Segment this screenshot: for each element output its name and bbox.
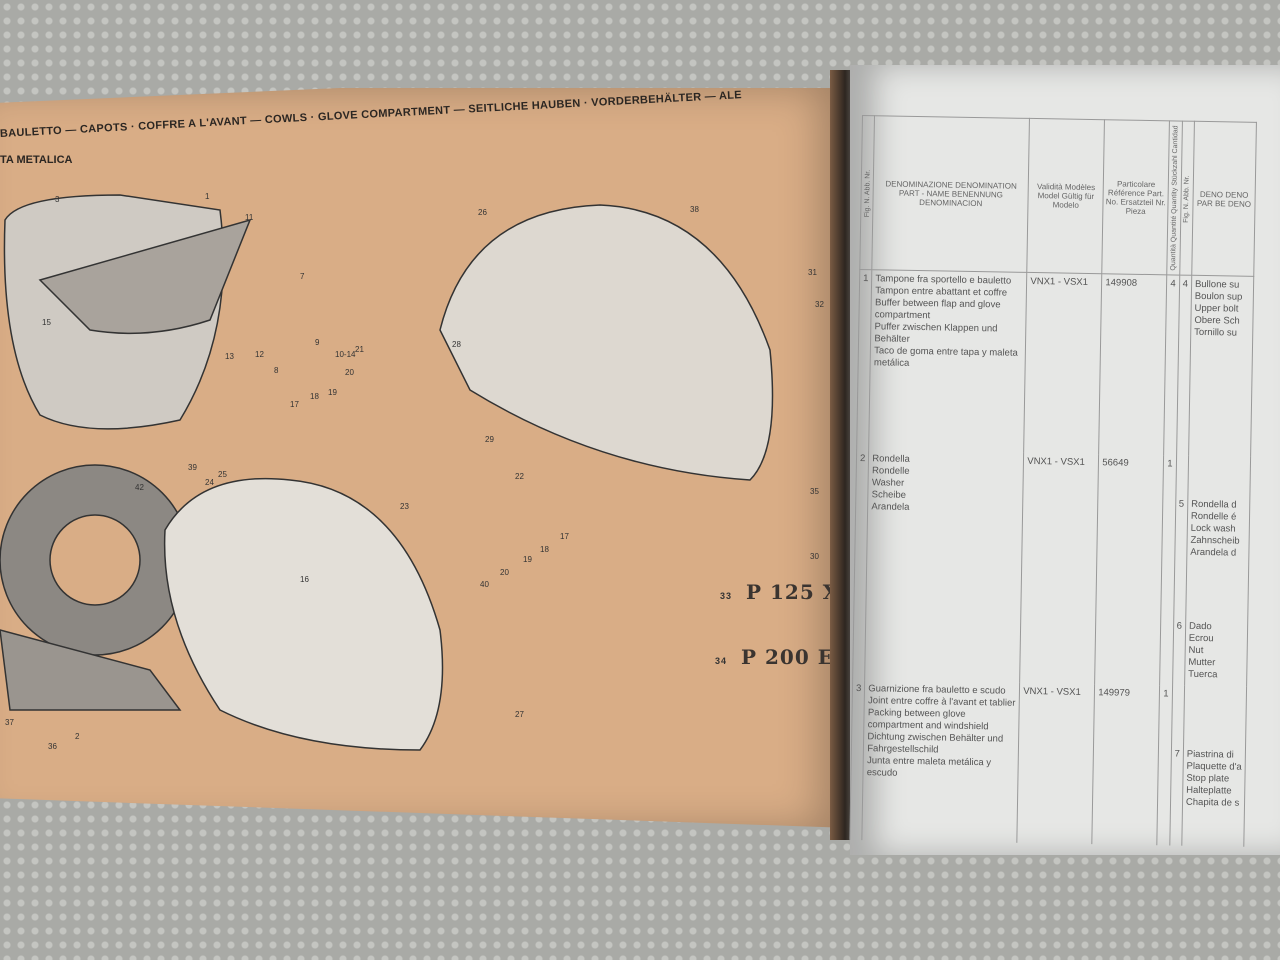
part-ref-label: 25 [218,470,227,479]
part-ref-label: 31 [808,268,817,277]
glove-flap-illustration [38,218,252,335]
part-ref-label: 18 [540,545,549,554]
part-ref-label: 10-14 [335,350,356,359]
part-ref-label: 36 [48,742,57,751]
part-ref-label: 35 [810,487,819,496]
part-ref-label: 30 [810,552,819,561]
header-validity: Validità Modèles Model Gültig für Modelo [1027,118,1105,274]
page-subtitle: TA METALICA [0,154,73,166]
name-line: Packing between glove compartment and wi… [867,706,989,732]
part-ref-label: 3 [55,195,60,204]
part-ref-label: 15 [42,318,51,327]
part-ref-label: 22 [515,472,524,481]
part-ref-label: 17 [290,400,299,409]
part-ref-label: 21 [355,345,364,354]
part-ref-label: 19 [328,388,337,397]
part-cell: 149979 [1092,683,1160,845]
name-line: Junta entre maleta metálica y escudo [866,754,992,779]
model-cell: VNX1 - VSX1 [1017,682,1095,844]
part-ref-label: 26 [478,208,487,217]
wheel-bracket-illustration [0,629,182,711]
part-ref-label: 37 [5,718,14,727]
name-line: Dichtung zwischen Behälter und Fahrgeste… [867,730,1004,756]
part-ref-label: 16 [300,575,309,584]
part-ref-label: 23 [400,502,409,511]
exploded-parts-diagram [0,194,774,751]
right-page: Fig. N. Abb. Nr. DENOMINAZIONE DENOMINAT… [849,65,1280,855]
header-denomination-2: DENO DENO PAR BE DENO [1191,121,1257,277]
side-cowl-left-illustration [163,477,444,751]
name-line: Arandela [871,500,910,513]
side-cowl-right-illustration [439,204,774,481]
part-ref-label: 29 [485,435,494,444]
part-ref-label: 17 [560,532,569,541]
part-ref-label: 7 [300,272,305,281]
part-ref-label: 11 [245,213,254,222]
parts-table: Fig. N. Abb. Nr. DENOMINAZIONE DENOMINAT… [849,115,1257,847]
part-ref-label: 24 [205,478,214,487]
part-ref-label: 1 [205,192,210,201]
part-ref-label: 28 [452,340,461,349]
header-denomination: DENOMINAZIONE DENOMINATION PART - NAME B… [872,115,1030,273]
part-ref-label: 27 [515,710,524,719]
model-cell: VNX1 - VSX1 [1023,272,1103,454]
part-ref-label: 38 [690,205,699,214]
part-ref-label: 8 [274,366,279,375]
part-cell: 56649 [1094,453,1164,685]
part-ref-label: 40 [480,580,489,589]
part-ref-label: 2 [75,732,80,741]
part-ref-label: 39 [188,463,197,472]
header-fig: Fig. N. Abb. Nr. [859,115,875,270]
part-ref-label: 12 [255,350,264,359]
part-ref-label: 13 [225,352,234,361]
part-ref-label: 9 [315,338,320,347]
part-ref-label: 20 [345,368,354,377]
part-ref-label: 32 [815,300,824,309]
part-ref-label: 20 [500,568,509,577]
header-part-no: Particolare Référence Part. No. Ersatzte… [1102,119,1170,275]
model-cell: VNX1 - VSX1 [1019,452,1099,684]
part-ref-label: 18 [310,392,319,401]
part-ref-label: 19 [523,555,532,564]
name-line: Puffer zwischen Klappen und Behälter [874,321,998,346]
name-line: Buffer between flap and glove compartmen… [874,297,1001,322]
part-ref-label: 42 [135,483,144,492]
part-cell: 149908 [1098,273,1168,455]
name-line: Taco de goma entre tapa y maleta metálic… [873,345,1018,370]
